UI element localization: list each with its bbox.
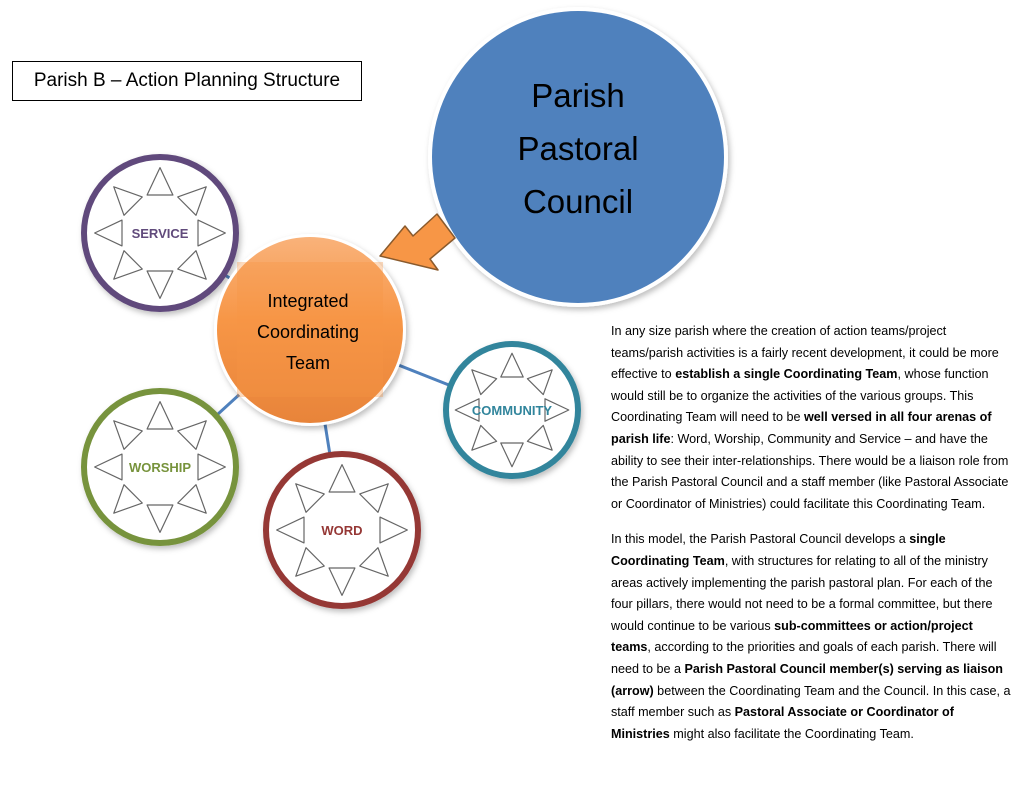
description-text: In any size parish where the creation of… (611, 321, 1016, 759)
pillar-worship: WORSHIP (81, 388, 239, 546)
triangle-icon (146, 270, 174, 299)
triangle-icon (359, 547, 389, 577)
triangle-icon (544, 398, 570, 422)
triangle-icon (500, 442, 524, 468)
triangle-icon (526, 369, 553, 396)
pillar-label-word: WORD (321, 523, 362, 538)
triangle-icon (146, 504, 174, 533)
liaison-arrow (379, 213, 456, 271)
hub-label-line2: Coordinating (257, 322, 359, 342)
triangle-icon (328, 567, 356, 596)
triangle-icon (146, 167, 174, 196)
triangle-icon (359, 483, 389, 513)
council-label-line3: Council (523, 183, 633, 220)
triangle-icon (295, 547, 325, 577)
triangle-icon (94, 219, 123, 247)
text-run: In any size parish where the creation of… (611, 324, 999, 382)
triangle-icon (146, 401, 174, 430)
triangle-icon (328, 464, 356, 493)
emphasis-text: establish a single Coordinating Team (675, 367, 898, 382)
triangle-icon (113, 420, 143, 450)
text-run: between the Coordinating Team and the Co… (611, 683, 1011, 720)
triangle-icon (454, 398, 480, 422)
emphasis-text: Parish Pastoral Council member(s) servin… (611, 661, 1003, 698)
triangle-icon (500, 352, 524, 378)
triangle-icon (526, 424, 553, 451)
triangle-icon (379, 516, 408, 544)
text-run: , whose function would still be to organ… (611, 367, 989, 425)
emphasis-text: sub-committees or action/project teams (611, 618, 973, 655)
emphasis-text: single Coordinating Team (611, 532, 946, 568)
pillar-label-community: COMMUNITY (472, 403, 552, 418)
triangle-icon (177, 484, 207, 514)
text-run: , according to the priorities and goals … (611, 640, 997, 676)
triangle-icon (94, 453, 123, 481)
triangle-icon (177, 250, 207, 280)
description-paragraph: In this model, the Parish Pastoral Counc… (611, 529, 1016, 745)
council-label-line1: Parish (531, 77, 625, 114)
coordinating-team-circle: Integrated Coordinating Team (214, 234, 406, 426)
triangle-icon (276, 516, 305, 544)
triangle-icon (197, 453, 226, 481)
emphasis-text: Pastoral Associate or Coordinator of Min… (611, 705, 954, 741)
text-run: In this model, the Parish Pastoral Counc… (611, 532, 910, 547)
description-paragraph: In any size parish where the creation of… (611, 321, 1016, 515)
pillar-label-service: SERVICE (132, 226, 189, 241)
hub-label-line3: Team (286, 353, 330, 373)
diagram-title: Parish B – Action Planning Structure (12, 61, 362, 101)
council-circle: Parish Pastoral Council (428, 7, 728, 307)
text-run: : Word, Worship, Community and Service –… (611, 431, 1009, 511)
triangle-icon (177, 420, 207, 450)
pillar-word: WORD (263, 451, 421, 609)
text-run: might also facilitate the Coordinating T… (669, 726, 914, 741)
triangle-icon (471, 424, 498, 451)
triangle-icon (113, 250, 143, 280)
pillar-service: SERVICE (81, 154, 239, 312)
pillar-label-worship: WORSHIP (129, 460, 191, 475)
emphasis-text: well versed in all four arenas of parish… (611, 410, 992, 446)
hub-label-line1: Integrated (267, 291, 348, 311)
text-run: , with structures for relating to all of… (611, 553, 993, 633)
triangle-icon (295, 483, 325, 513)
triangle-icon (471, 369, 498, 396)
triangle-icon (197, 219, 226, 247)
pillar-community: COMMUNITY (443, 341, 581, 479)
triangle-icon (113, 186, 143, 216)
triangle-icon (177, 186, 207, 216)
triangle-icon (113, 484, 143, 514)
council-label-line2: Pastoral (517, 130, 638, 167)
